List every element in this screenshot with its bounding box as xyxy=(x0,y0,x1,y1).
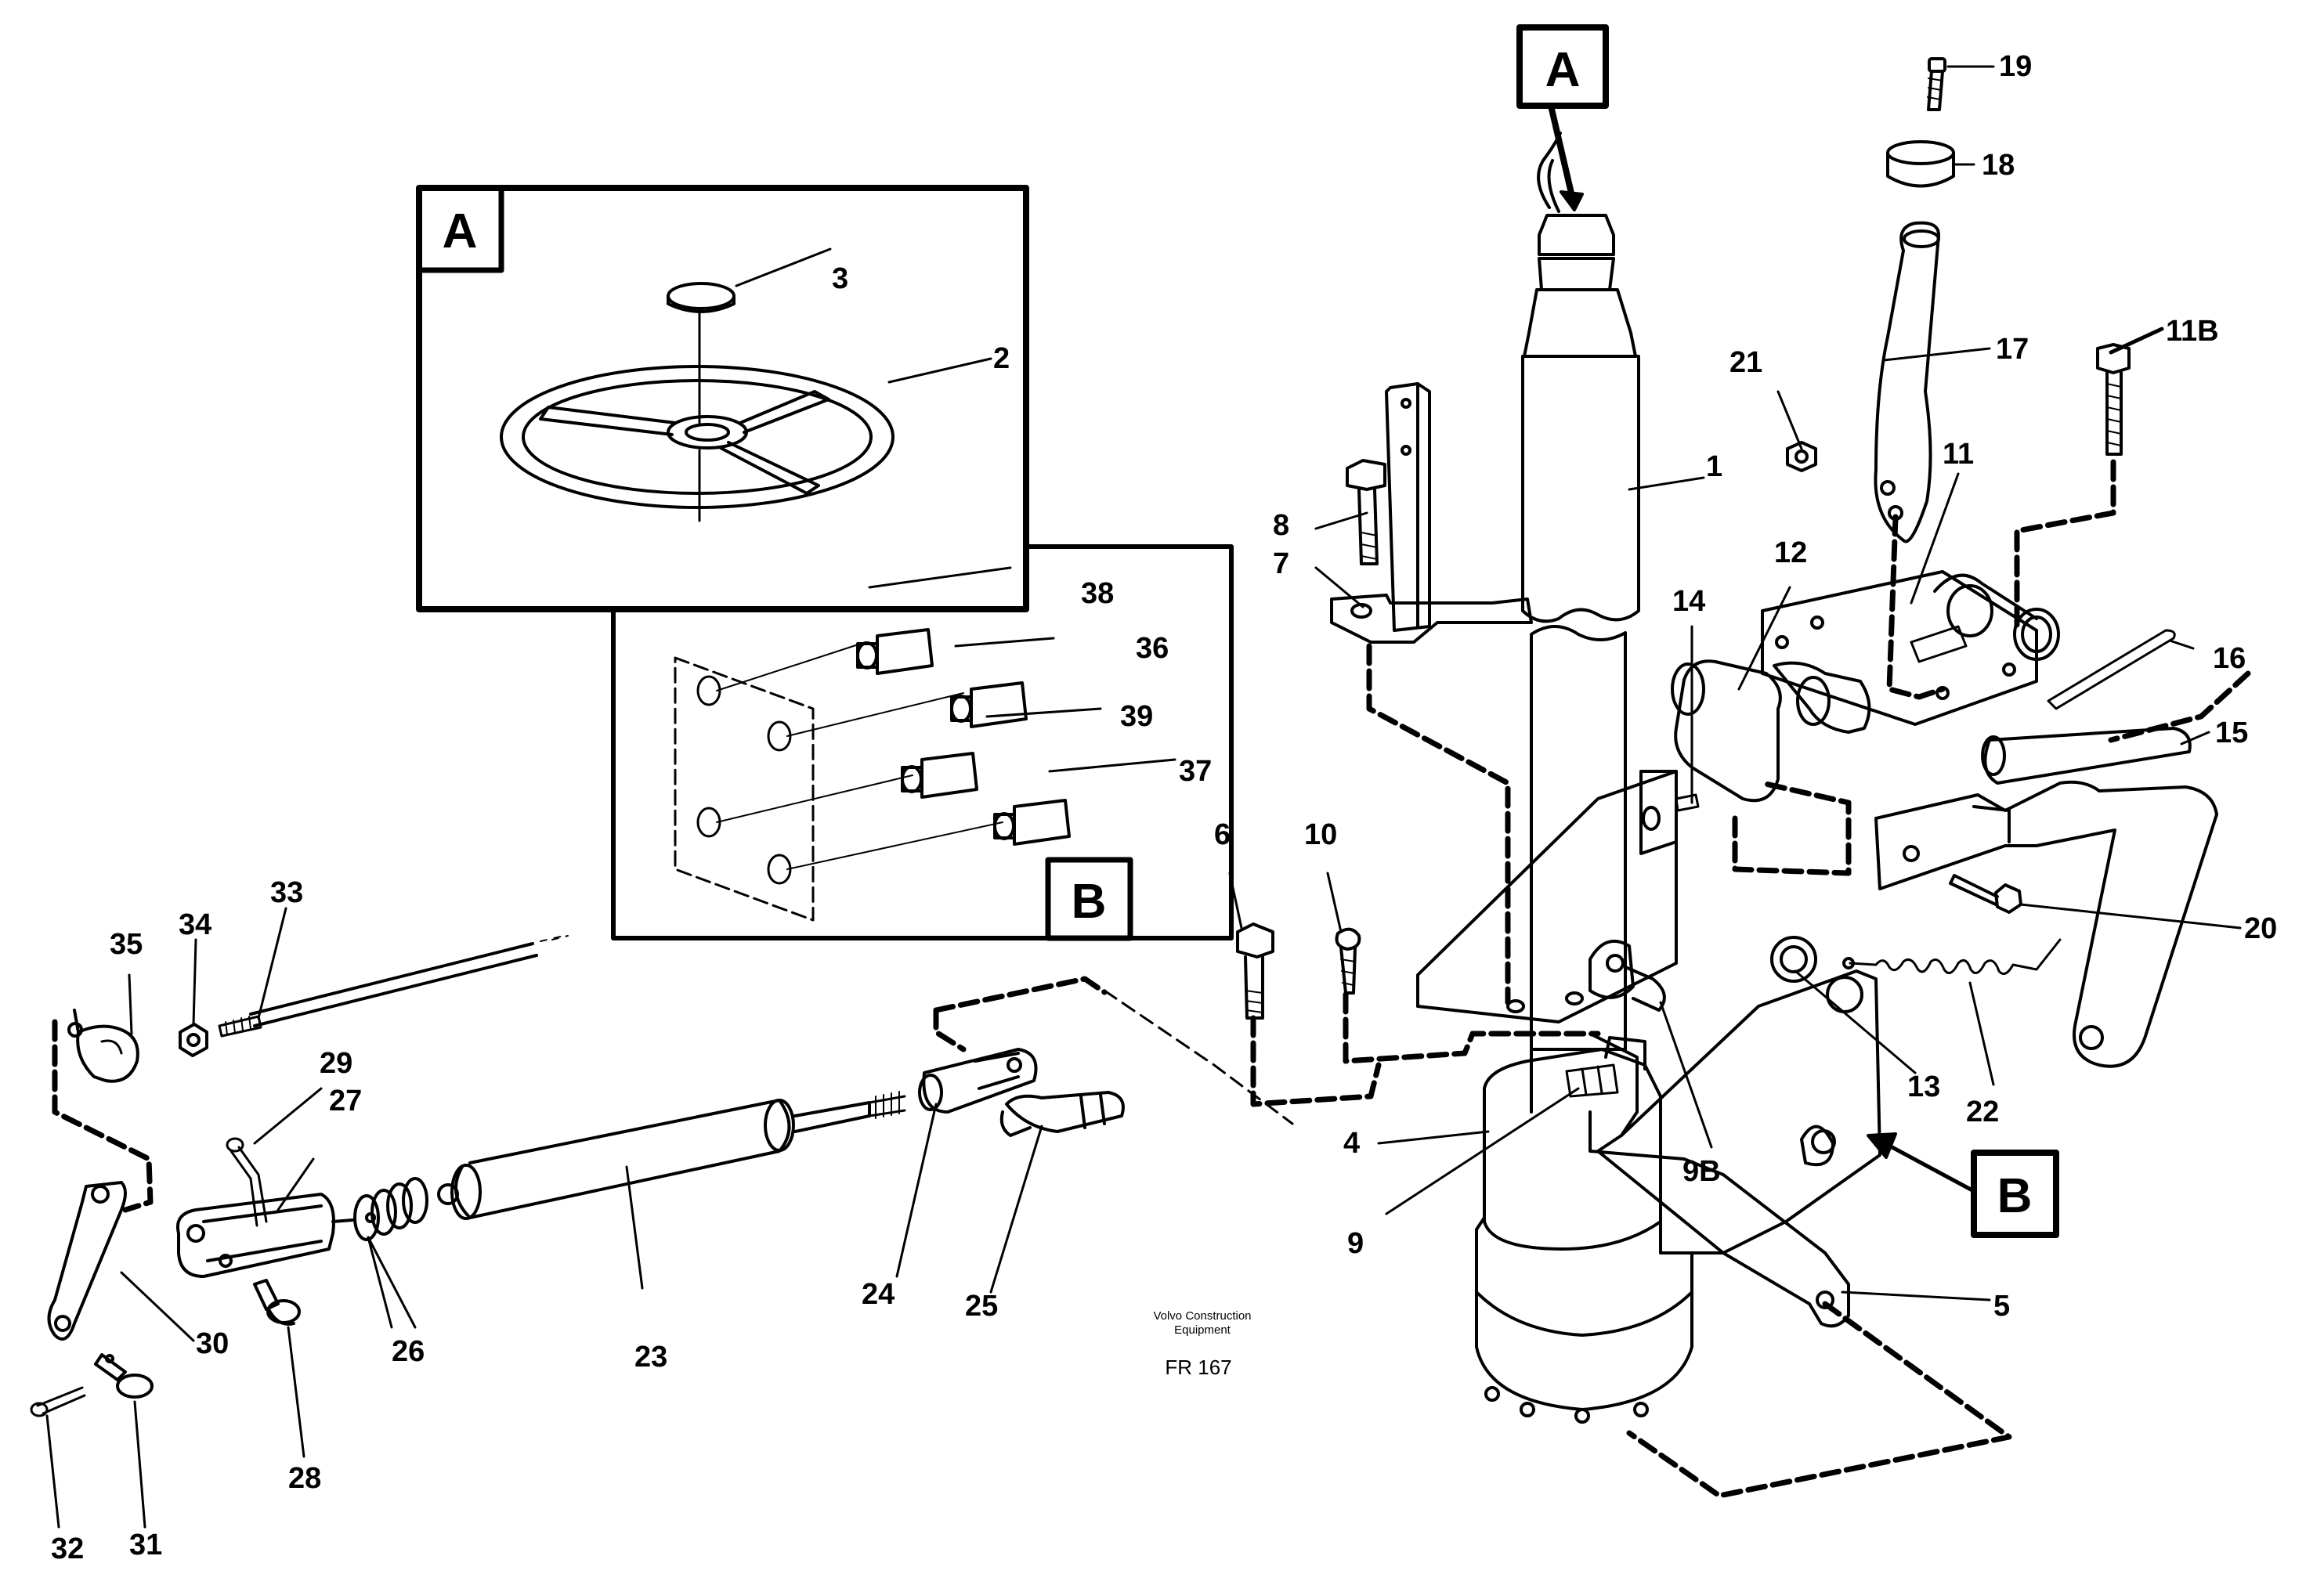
nut-21 xyxy=(1786,441,1817,472)
callout-16: 16 xyxy=(2213,642,2246,675)
spring-22 xyxy=(1842,938,2062,976)
hinge-pin-12 xyxy=(1671,659,1871,803)
callout-14: 14 xyxy=(1672,585,1705,618)
bolt-8 xyxy=(1346,459,1386,565)
callout-8: 8 xyxy=(1273,509,1289,542)
bolt-6 xyxy=(1236,922,1274,1020)
cylinder-23 xyxy=(450,1091,906,1220)
pin-14 xyxy=(1675,793,1700,812)
figure-code: FR 167 xyxy=(1165,1356,1231,1379)
assembly-lines xyxy=(52,459,2251,1499)
bolt-11b xyxy=(2096,343,2131,456)
main-b-label: B xyxy=(1997,1169,2033,1223)
callout-21: 21 xyxy=(1729,346,1762,379)
callout-39: 39 xyxy=(1120,700,1153,733)
lever-17 xyxy=(1874,221,1940,543)
rod-33 xyxy=(218,935,569,1038)
callout-15: 15 xyxy=(2215,717,2248,749)
callout-35: 35 xyxy=(110,928,143,961)
callout-9: 9 xyxy=(1347,1227,1364,1260)
callout-31: 31 xyxy=(129,1529,162,1561)
callout-33: 33 xyxy=(270,876,303,909)
lever-30 xyxy=(47,1181,127,1341)
callout-6: 6 xyxy=(1214,818,1231,851)
callout-1: 1 xyxy=(1706,450,1722,483)
screw-10 xyxy=(1335,927,1361,995)
callout-25: 25 xyxy=(965,1290,998,1323)
inset-a-label: A xyxy=(443,204,478,258)
cotter-pin-16 xyxy=(2047,629,2176,710)
horn-cap xyxy=(667,282,736,313)
callout-38: 38 xyxy=(1081,577,1114,610)
credit-line-1: Volvo Construction xyxy=(1153,1309,1251,1323)
callout-12: 12 xyxy=(1774,536,1807,569)
flange-9b xyxy=(1588,939,1666,1012)
callout-22: 22 xyxy=(1966,1096,1999,1128)
callout-9b: 9B xyxy=(1682,1155,1721,1188)
steering-wheel xyxy=(500,312,895,522)
fork-25 xyxy=(999,1091,1125,1137)
lever-15 xyxy=(1874,780,2218,1068)
callout-17: 17 xyxy=(1996,333,2029,366)
shaft-15 xyxy=(1981,727,2192,785)
nut-34 xyxy=(179,1023,208,1057)
main-b-box xyxy=(1867,1132,2059,1238)
split-pin-29 xyxy=(226,1137,268,1227)
inset-b-frame xyxy=(611,544,1234,941)
callout-13: 13 xyxy=(1907,1070,1940,1103)
hinge-11 xyxy=(1761,570,2060,726)
ball-joint-35 xyxy=(67,1009,139,1083)
callout-7: 7 xyxy=(1273,547,1289,580)
callout-26: 26 xyxy=(392,1335,425,1368)
orbitrol-valve xyxy=(1475,1036,1693,1424)
credit-line-2: Equipment xyxy=(1174,1323,1231,1337)
callout-2: 2 xyxy=(993,342,1010,375)
callout-30: 30 xyxy=(196,1327,229,1360)
mounting-bracket-5 xyxy=(1588,936,1881,1328)
callout-37: 37 xyxy=(1179,755,1212,788)
callout-28: 28 xyxy=(288,1462,321,1495)
pin-28 xyxy=(253,1279,301,1326)
cable xyxy=(1537,132,1562,213)
callout-labels: A A B B 3 2 38 36 39 37 1 8 7 6 10 4 9 9… xyxy=(51,43,2277,1565)
pin-31 xyxy=(94,1353,154,1399)
main-a-label: A xyxy=(1545,43,1581,97)
bushes-26 xyxy=(353,1177,459,1241)
screw-19 xyxy=(1927,57,1946,111)
split-pin-32 xyxy=(30,1386,86,1417)
bracket-7 xyxy=(1330,382,1533,644)
callout-23: 23 xyxy=(634,1341,667,1374)
callout-27: 27 xyxy=(329,1085,362,1117)
column-upper xyxy=(1521,214,1640,623)
callout-24: 24 xyxy=(862,1278,895,1311)
callout-19: 19 xyxy=(1999,50,2032,83)
inset-b-label: B xyxy=(1072,875,1107,929)
bracket-plate xyxy=(1416,770,1678,1023)
callout-20: 20 xyxy=(2244,912,2277,945)
callout-5: 5 xyxy=(1993,1290,2010,1323)
connector-plugs xyxy=(856,628,1071,846)
callout-18: 18 xyxy=(1982,149,2015,182)
fork-27 xyxy=(176,1193,354,1278)
knob-18 xyxy=(1886,140,1955,188)
callout-11: 11 xyxy=(1943,438,1974,471)
fork-24 xyxy=(918,1048,1038,1114)
callout-3: 3 xyxy=(832,262,848,295)
inset-a-frame xyxy=(416,185,1029,612)
callout-11b: 11B xyxy=(2166,315,2219,348)
callout-4: 4 xyxy=(1343,1127,1360,1160)
callout-29: 29 xyxy=(320,1047,352,1080)
screw-20 xyxy=(1949,874,2022,914)
main-a-box xyxy=(1516,24,1609,211)
callout-10: 10 xyxy=(1304,818,1337,851)
callout-32: 32 xyxy=(51,1532,84,1565)
leader-lines xyxy=(45,65,2242,1529)
callout-36: 36 xyxy=(1136,632,1169,665)
connector-panel xyxy=(674,641,1003,922)
callout-34: 34 xyxy=(179,908,211,941)
